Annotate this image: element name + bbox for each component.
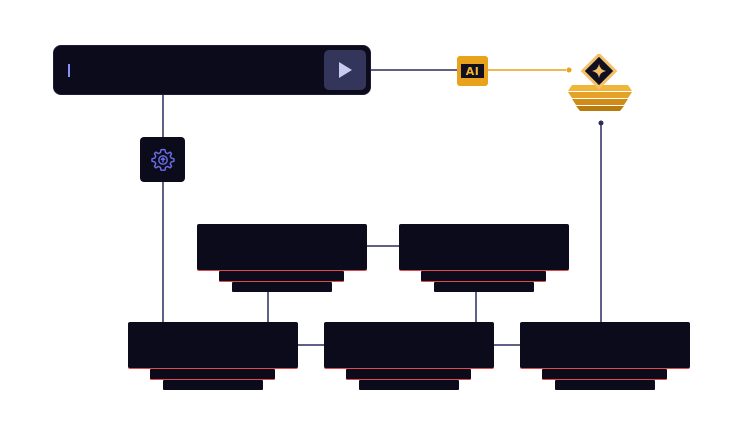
node-stack-layer: [434, 282, 534, 292]
play-triangle-icon: [339, 62, 352, 78]
node-stack-layer: [150, 369, 275, 379]
node-card: [197, 224, 367, 270]
gear-icon: [150, 148, 175, 171]
prompt-bar: [53, 45, 371, 95]
node-stack-layer: [163, 380, 263, 390]
prompt-input[interactable]: [64, 54, 326, 88]
node-card: [520, 322, 690, 368]
node-stack-layer: [555, 380, 655, 390]
output-node[interactable]: [562, 54, 638, 114]
node-stack-layer: [359, 380, 459, 390]
node-card: [324, 322, 494, 368]
node-stack-layer: [421, 271, 546, 281]
node-stack-layer: [232, 282, 332, 292]
node-stack-layer: [346, 369, 471, 379]
node-stack-layer: [542, 369, 667, 379]
transform-step-node[interactable]: [140, 137, 185, 182]
node-card: [128, 322, 298, 368]
sparkle-diamond-icon: [580, 54, 618, 90]
output-stack-layers: [568, 85, 632, 111]
text-cursor: [68, 64, 70, 77]
ai-output-dot: [566, 67, 572, 73]
ai-step-node[interactable]: AI: [457, 56, 488, 86]
node-card: [399, 224, 569, 270]
send-button[interactable]: [324, 50, 366, 90]
ai-label: AI: [461, 64, 484, 78]
output-connector-dot: [598, 120, 604, 126]
node-stack-layer: [219, 271, 344, 281]
